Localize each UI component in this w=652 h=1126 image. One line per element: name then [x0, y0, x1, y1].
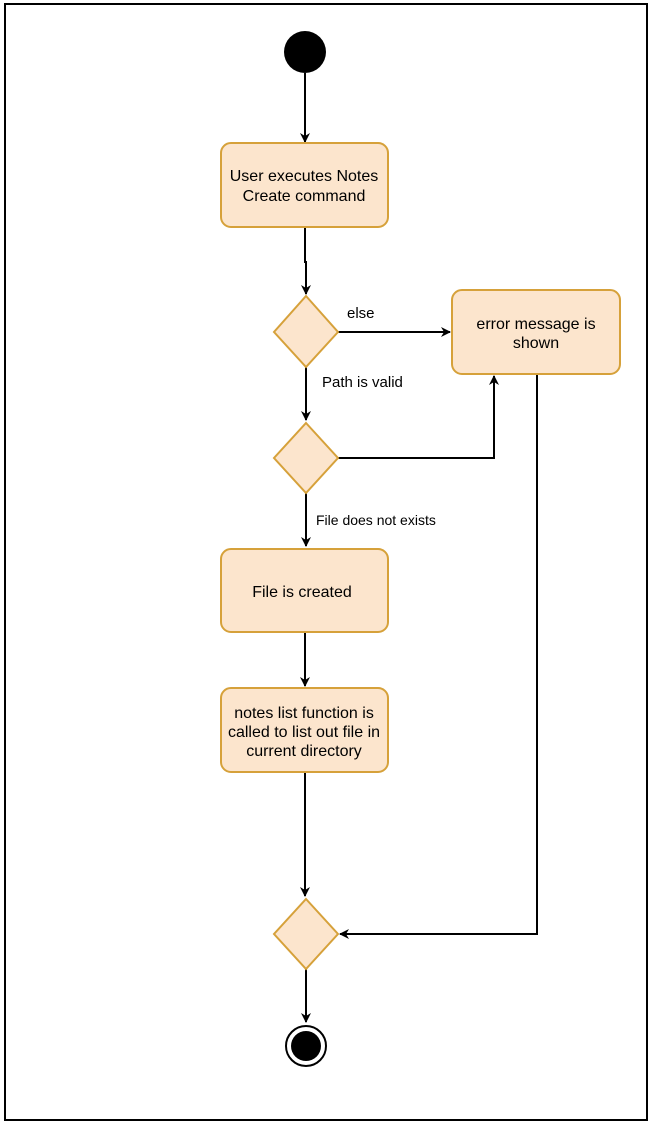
action-user-executes-line1: User executes Notes [230, 168, 379, 185]
decision-file-exists [272, 421, 340, 495]
action-notes-list-line1: notes list function is [234, 705, 374, 722]
start-node [284, 31, 326, 73]
action-notes-list-line2: called to list out file in [228, 724, 380, 741]
edge-label-else: else [347, 305, 375, 322]
action-file-created [220, 548, 389, 633]
action-error-message [451, 289, 621, 375]
edge-decision2-to-error [338, 375, 499, 459]
edge-user-action-to-decision1 [301, 227, 311, 295]
action-user-executes [220, 142, 389, 228]
action-error-message-line1: error message is [476, 316, 595, 333]
action-notes-list-line3: current directory [246, 743, 362, 760]
merge-node [272, 897, 340, 971]
action-notes-list [220, 687, 389, 773]
edge-label-file-not-exists: File does not exists [316, 512, 436, 528]
action-error-message-line2: shown [513, 335, 559, 352]
action-file-created-label: File is created [252, 584, 352, 601]
edge-label-path-valid: Path is valid [322, 374, 403, 391]
edge-error-to-merge [339, 374, 538, 939]
decision-path-valid [272, 294, 340, 369]
end-node-core [291, 1031, 321, 1061]
action-user-executes-line2: Create command [243, 188, 366, 205]
